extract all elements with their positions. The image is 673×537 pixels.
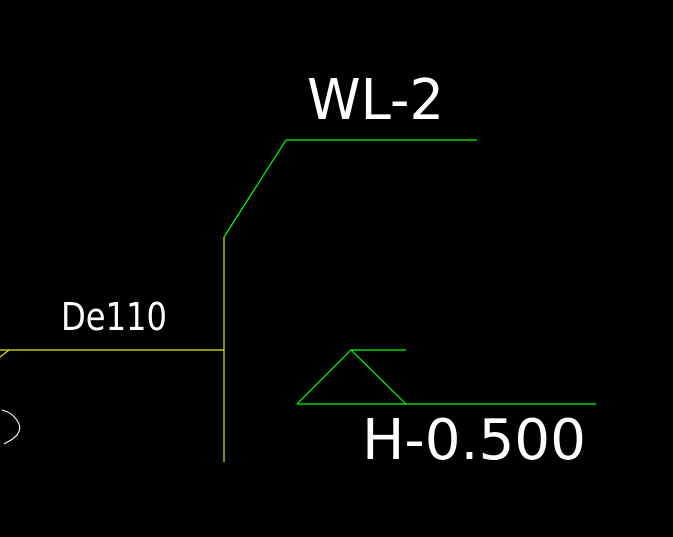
pipe-diameter-label: De110: [61, 295, 167, 339]
pipe-tag-label: WL-2: [307, 68, 444, 133]
pipe-stub-diagonal: [0, 349, 10, 358]
elevation-label: H-0.500: [362, 408, 586, 473]
partial-fitting-symbol: [1, 409, 21, 445]
elevation-triangle: [296, 349, 407, 405]
pipe-tag-leader: [223, 139, 477, 238]
leader-diagonal: [223, 139, 287, 238]
elevation-symbol: [296, 349, 596, 405]
pipe-lines: [0, 237, 225, 462]
